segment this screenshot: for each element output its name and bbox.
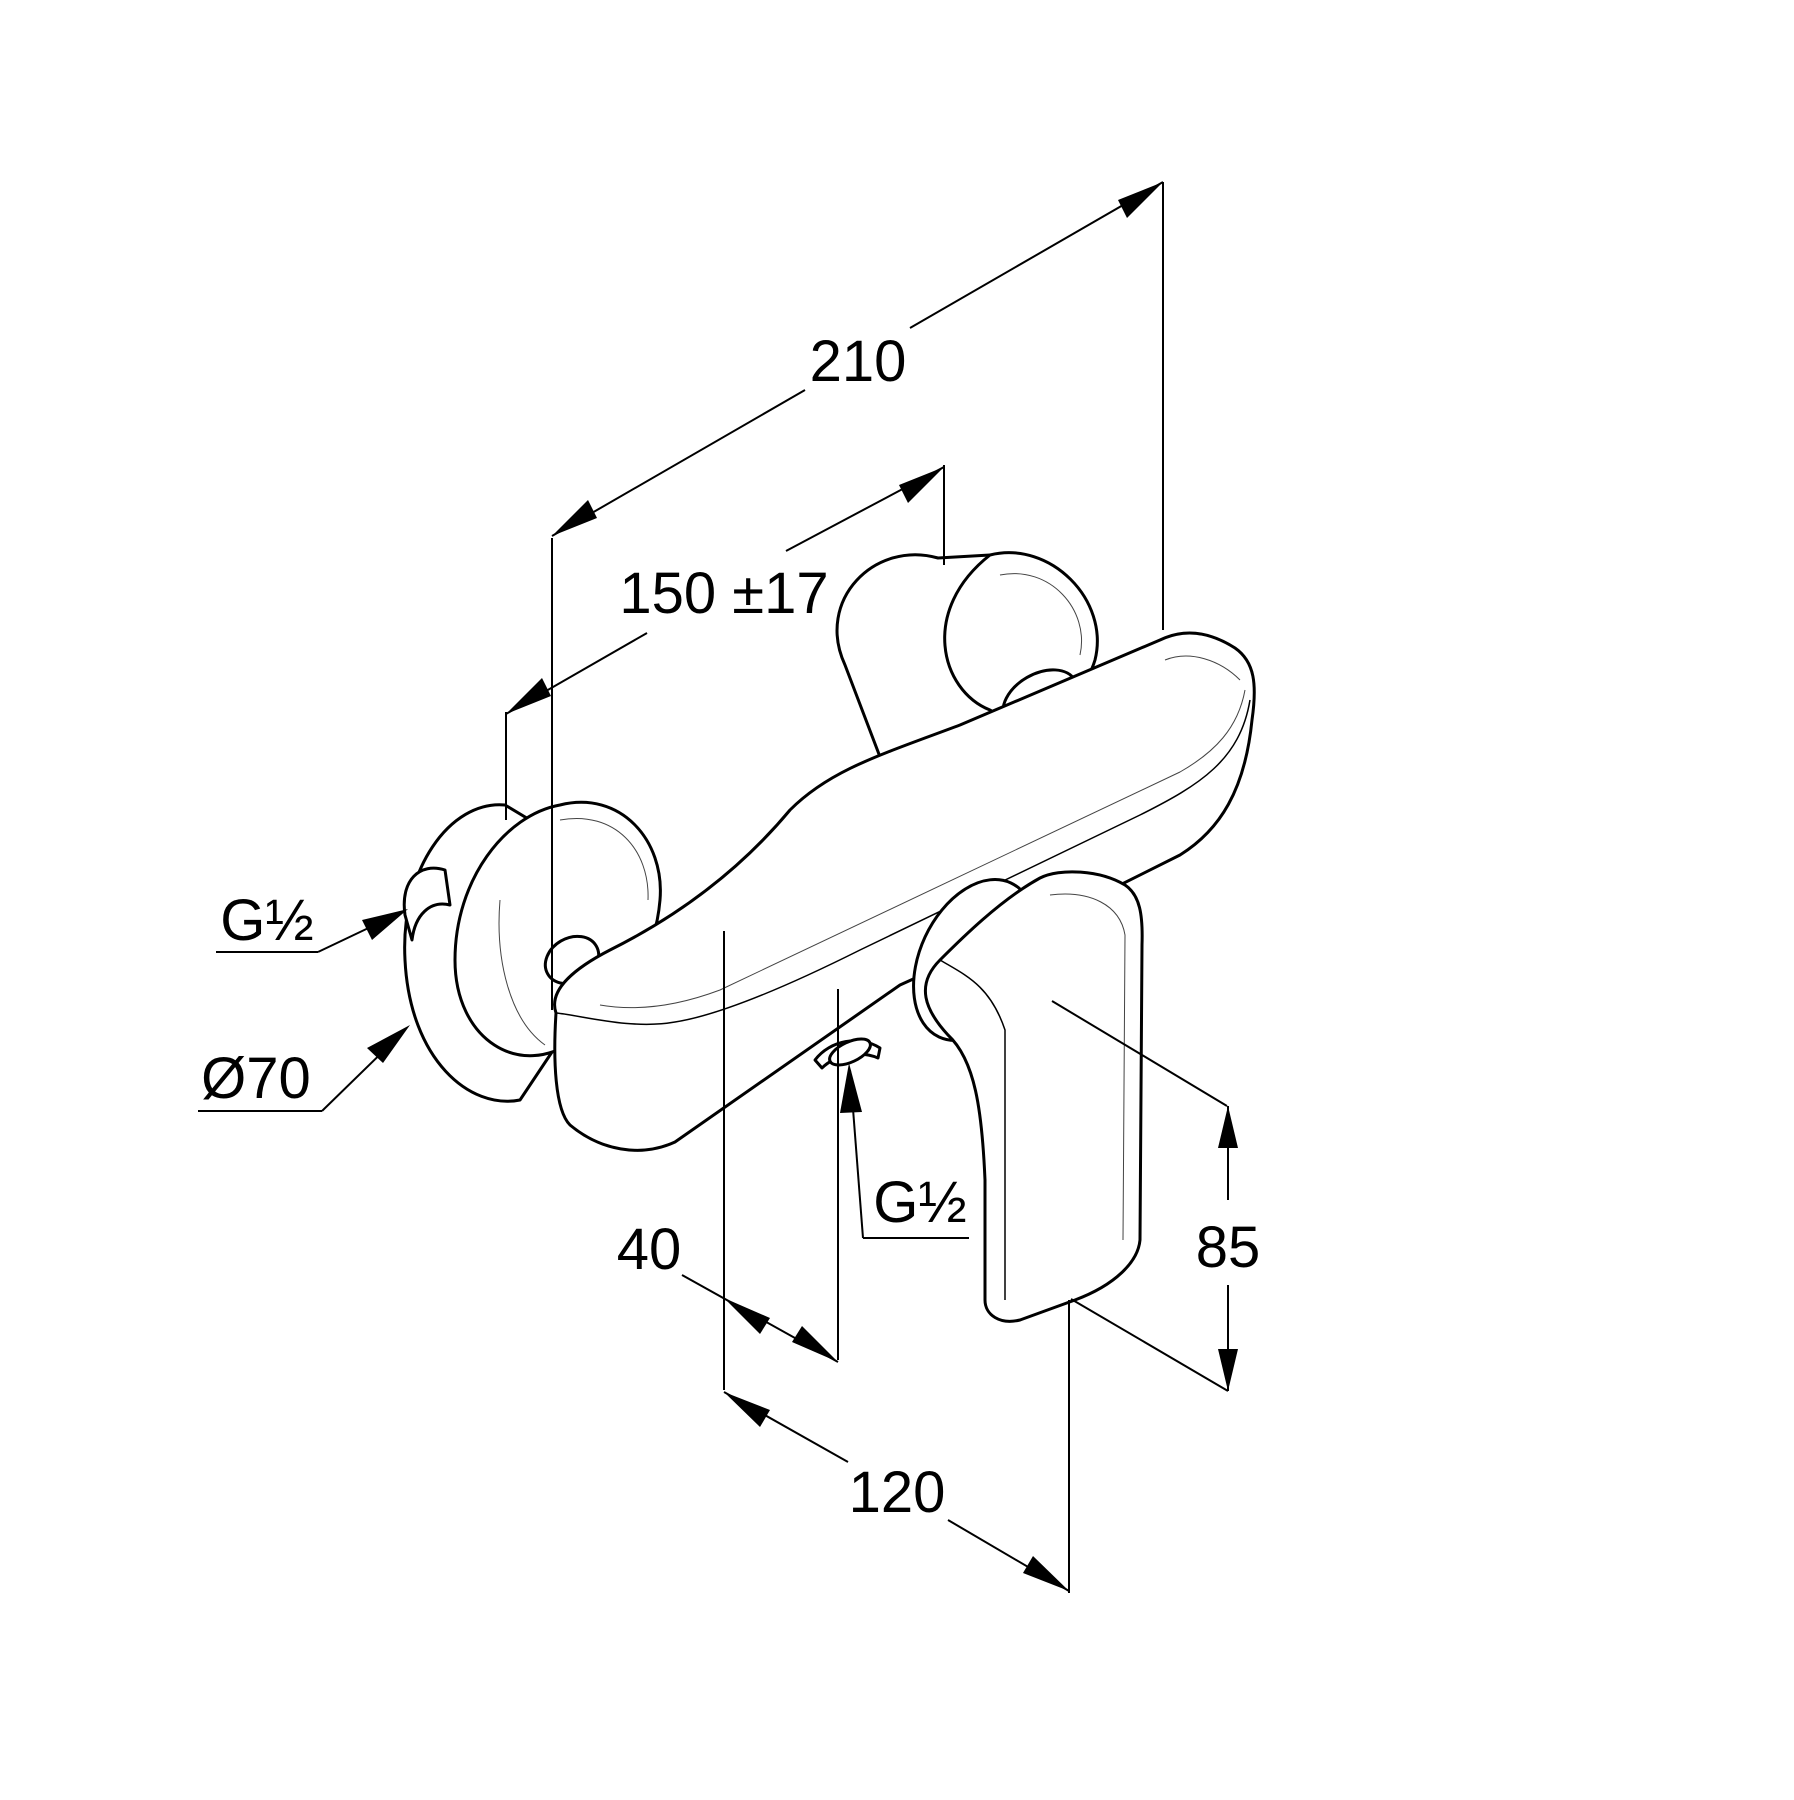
dimension-85-label: 85 [1196,1215,1261,1280]
dimension-40-label: 40 [617,1217,682,1282]
dimension-150-label: 150 ±17 [619,561,828,626]
dimension-210-label: 210 [810,329,907,394]
dimension-120: 120 [723,1391,1070,1592]
inlet-thread-label: G½ [220,888,314,953]
inlet-thread-callout: G½ [216,888,408,953]
lever-handle [912,870,1144,1323]
outlet-thread-callout: G½ [840,1063,969,1239]
extension-lines [505,182,1229,1593]
dimension-40: 40 [617,1217,839,1363]
dimension-150: 150 ±17 [505,466,945,715]
dimension-85: 85 [1196,1106,1261,1391]
flange-diameter-callout: Ø70 [198,1025,410,1112]
dimension-120-label: 120 [849,1460,946,1525]
flange-diameter-label: Ø70 [201,1046,311,1111]
dimension-210: 210 [551,181,1164,537]
outlet-thread-label: G½ [873,1170,967,1235]
mixer-body [553,631,1256,1152]
